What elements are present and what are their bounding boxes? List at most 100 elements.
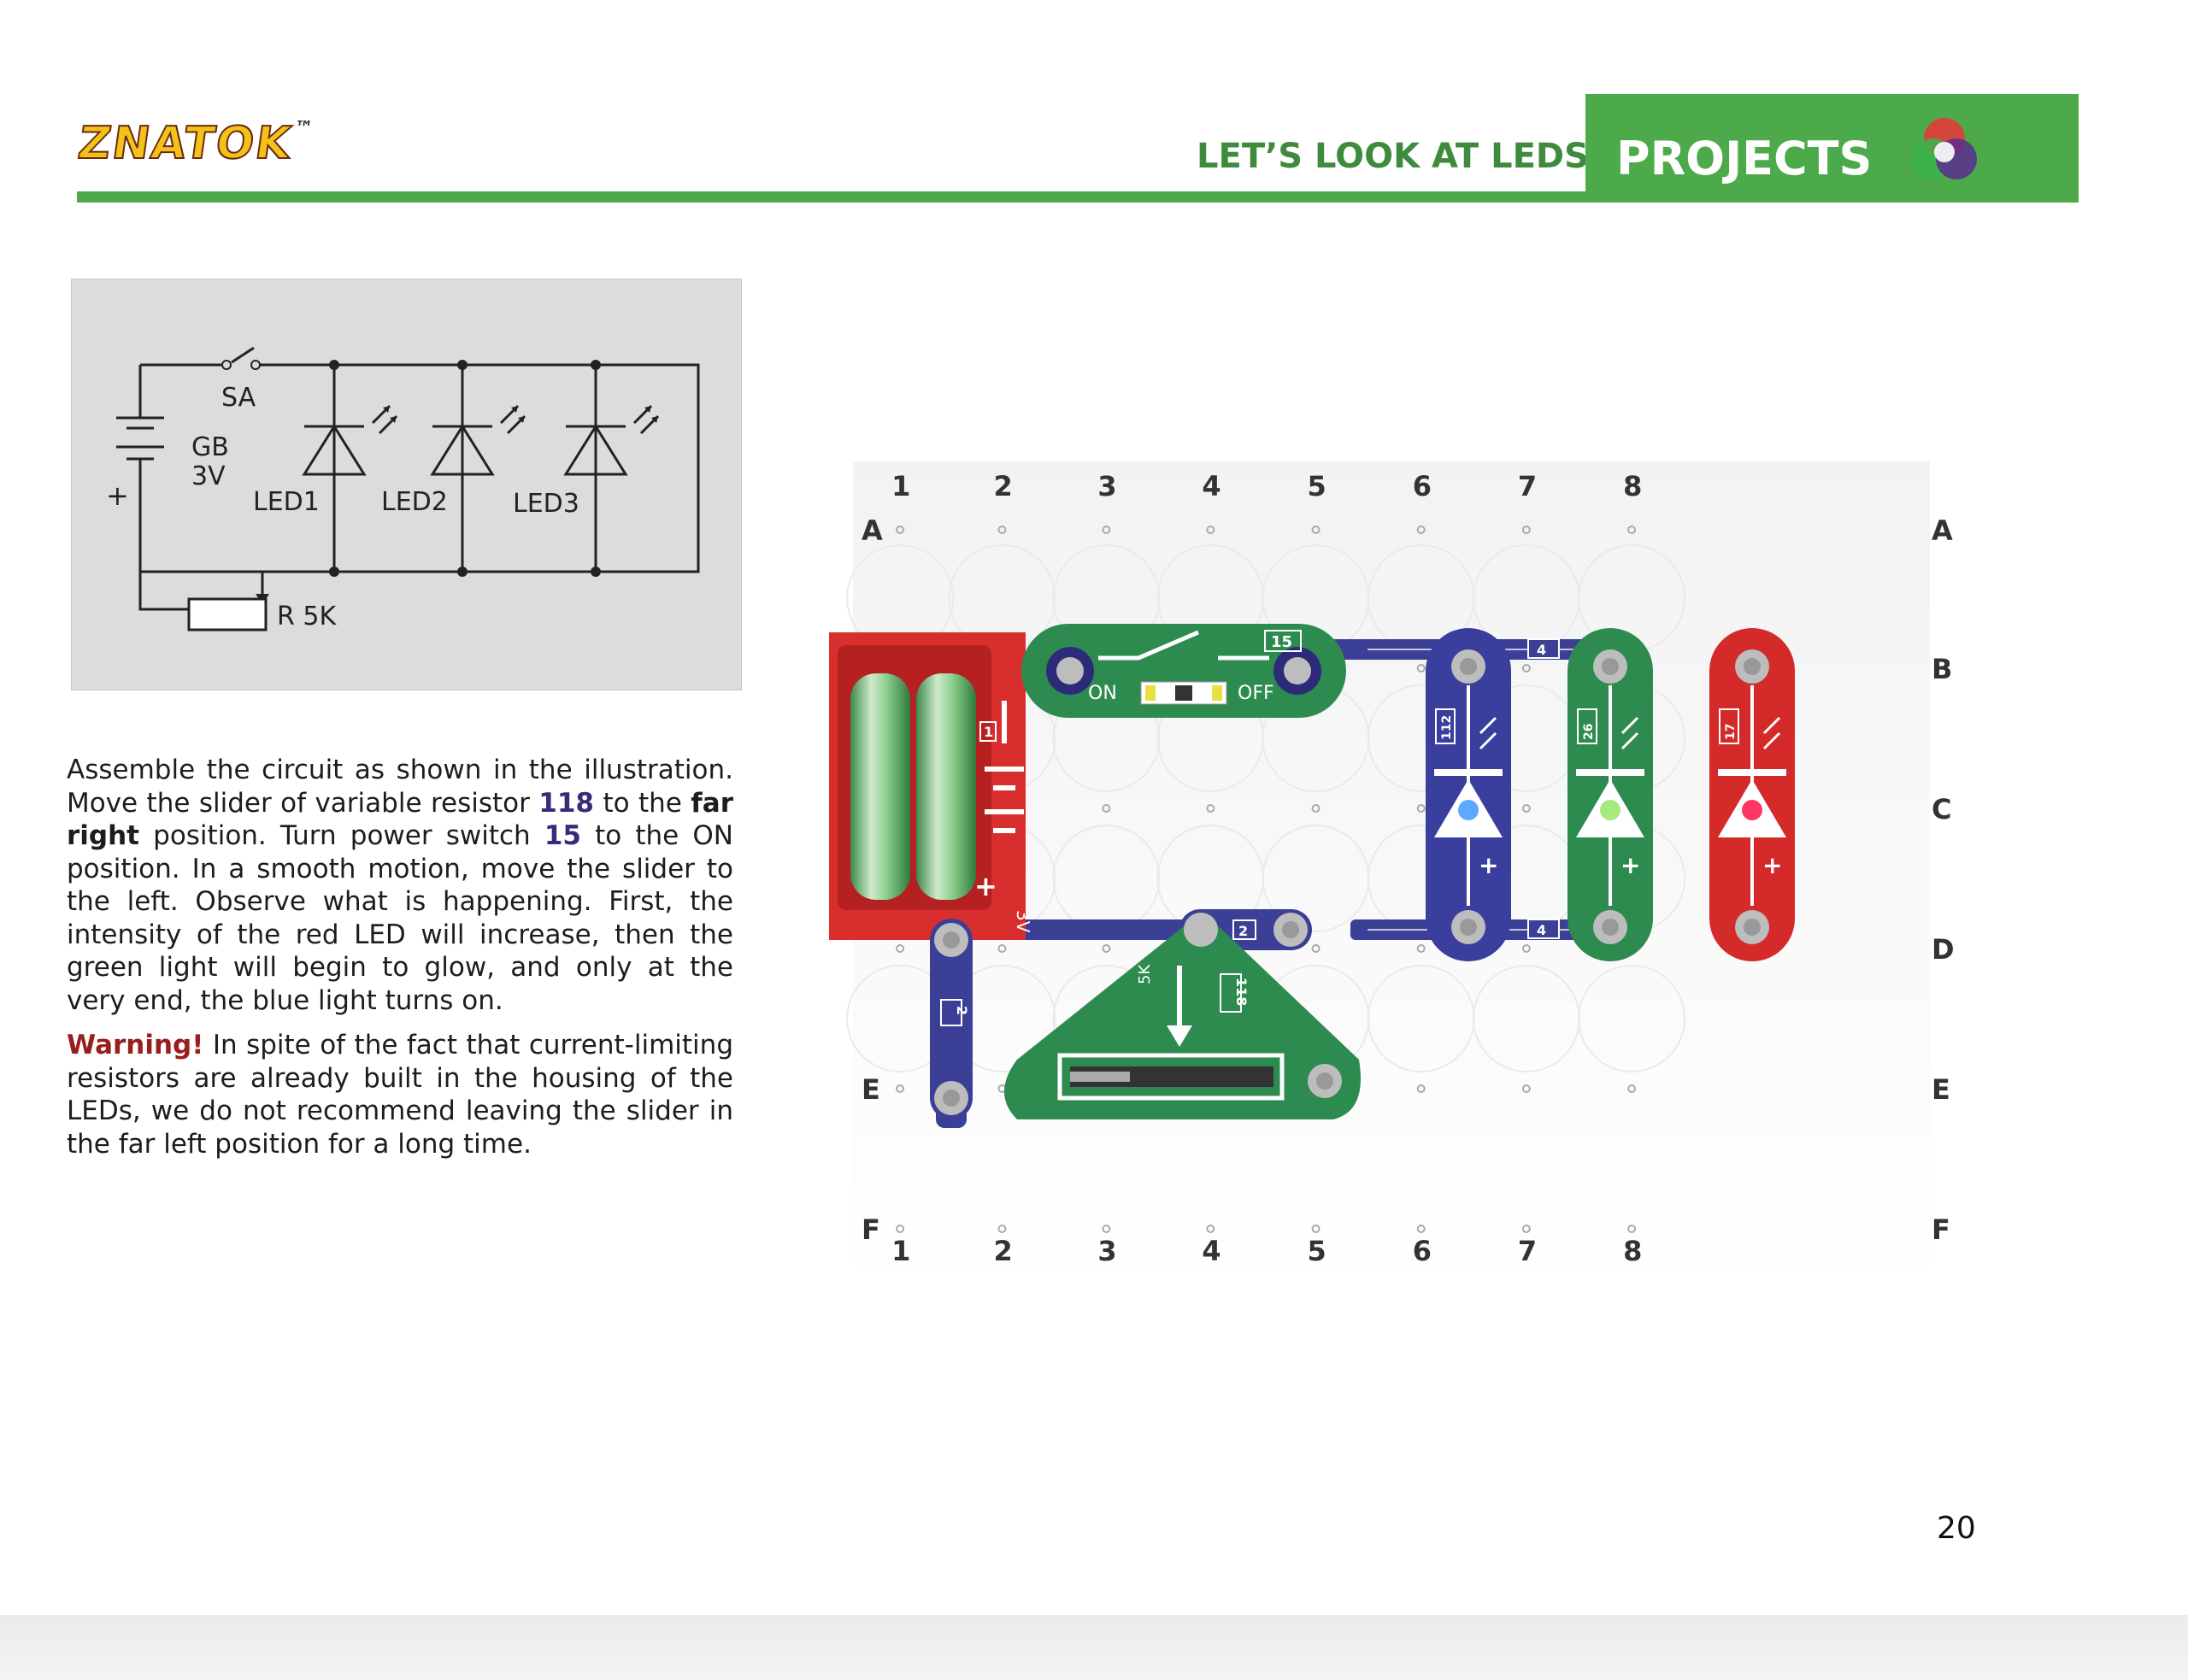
wire-4-top-number: 4 xyxy=(1537,642,1546,658)
board-hole xyxy=(1416,944,1426,953)
board-hole xyxy=(1102,1225,1111,1233)
column-number: 8 xyxy=(1623,1235,1642,1267)
highlight-text: far right xyxy=(67,787,733,852)
column-number: 4 xyxy=(1202,1235,1220,1267)
column-number: 7 xyxy=(1518,1235,1537,1267)
rgb-circles-icon xyxy=(1912,118,1977,179)
manual-page: ZNATOK™ LET’S LOOK AT LEDS PROJECTS xyxy=(67,94,2079,1546)
body-text-run: In spite of the fact that current-limiti… xyxy=(67,1030,733,1160)
column-number: 5 xyxy=(1308,1235,1326,1267)
projects-title: PROJECTS xyxy=(1616,132,1873,185)
board-hole xyxy=(997,1225,1007,1233)
column-number: 4 xyxy=(1202,470,1220,502)
led2-label: LED2 xyxy=(381,487,448,517)
row-letter: C xyxy=(1932,793,1951,825)
board-hole xyxy=(1521,1225,1531,1233)
wire-left-number: 2 xyxy=(954,1006,970,1015)
warning-label: Warning! xyxy=(67,1030,204,1060)
page-edge xyxy=(0,1615,2188,1680)
column-number: 1 xyxy=(891,1235,910,1267)
board-hole xyxy=(1416,664,1426,673)
switch-off-label: OFF xyxy=(1238,683,1274,704)
board-hole xyxy=(997,944,1007,953)
row-letter: A xyxy=(1932,514,1953,547)
switch-on-label: ON xyxy=(1088,683,1117,704)
led-module: 112+ xyxy=(1426,628,1511,961)
instructions: Assemble the circuit as shown in the ill… xyxy=(67,754,733,1172)
column-number: 6 xyxy=(1413,470,1432,502)
board-hole xyxy=(1416,1084,1426,1093)
column-number: 6 xyxy=(1413,1235,1432,1267)
body-text-run: to the ON position. In a smooth motion, … xyxy=(67,820,733,1016)
switch-label: SA xyxy=(221,383,256,413)
board-hole xyxy=(896,1084,905,1093)
body-text-run: position. Turn power switch xyxy=(139,820,544,851)
board-hole xyxy=(1206,1225,1215,1233)
warning-paragraph: Warning! In spite of the fact that curre… xyxy=(67,1029,733,1160)
battery-voltage: 3V xyxy=(191,461,226,491)
board-hole xyxy=(1416,526,1426,534)
led-lamp xyxy=(1742,800,1762,820)
led3-label: LED3 xyxy=(513,489,579,519)
led-module: 26 + xyxy=(1567,628,1653,961)
header-rule xyxy=(77,191,2079,203)
row-letter: E xyxy=(1932,1073,1950,1106)
board-hole xyxy=(1102,526,1111,534)
row-letter: D xyxy=(1932,933,1955,966)
battery-plus-sign: + xyxy=(974,870,997,902)
board-hole xyxy=(1521,1084,1531,1093)
board-hole xyxy=(1102,804,1111,813)
board-hole xyxy=(1102,944,1111,953)
instructions-paragraph: Assemble the circuit as shown in the ill… xyxy=(67,754,733,1017)
wire-top-number: 2 xyxy=(1238,923,1248,939)
board-hole xyxy=(1311,1225,1320,1233)
led-plus-sign: + xyxy=(1620,851,1640,879)
board-hole xyxy=(997,526,1007,534)
circuit-schematic: SA GB 3V + LED1 LED2 LED3 R 5K xyxy=(71,279,742,690)
row-letter: B xyxy=(1932,653,1952,685)
board-hole xyxy=(1206,804,1215,813)
znatok-logo: ZNATOK™ xyxy=(74,117,316,170)
led1-label: LED1 xyxy=(253,487,320,517)
led-module: 17+ xyxy=(1709,628,1795,961)
column-number: 2 xyxy=(993,1235,1012,1267)
resistor-number: 118 xyxy=(1233,978,1250,1006)
column-number: 2 xyxy=(993,470,1012,502)
resistor-value: 5K xyxy=(1136,964,1154,984)
led-number: 112 xyxy=(1440,715,1454,740)
led-number: 26 xyxy=(1582,724,1596,740)
led-number: 17 xyxy=(1724,724,1738,740)
battery-number: 1 xyxy=(984,724,993,740)
board-hole xyxy=(896,526,905,534)
body-text-run: to the xyxy=(594,787,691,819)
highlight-text: 118 xyxy=(538,787,595,819)
column-number: 7 xyxy=(1518,470,1537,502)
led-lamp xyxy=(1458,800,1479,820)
projects-header: PROJECTS xyxy=(1585,94,2079,198)
board-hole xyxy=(1416,804,1426,813)
board-hole xyxy=(1521,526,1531,534)
row-letter: F xyxy=(862,1213,880,1246)
board-hole xyxy=(1627,1225,1637,1233)
resistor-label: R 5K xyxy=(277,602,337,631)
board-hole xyxy=(1627,526,1637,534)
row-letter: E xyxy=(862,1073,880,1106)
column-number: 1 xyxy=(891,470,910,502)
board-hole xyxy=(1416,1225,1426,1233)
board-hole xyxy=(1311,944,1320,953)
battery-plus: + xyxy=(106,479,129,512)
row-letter: F xyxy=(1932,1213,1950,1246)
board-hole xyxy=(1521,944,1531,953)
board-hole xyxy=(1521,804,1531,813)
page-number: 20 xyxy=(1937,1511,1976,1546)
wire-4-bottom-number: 4 xyxy=(1537,922,1546,938)
schematic-drawing: SA GB 3V + LED1 LED2 LED3 R 5K xyxy=(106,346,700,631)
column-number: 3 xyxy=(1097,470,1116,502)
column-number: 3 xyxy=(1097,1235,1116,1267)
column-number: 8 xyxy=(1623,470,1642,502)
board-hole xyxy=(1627,1084,1637,1093)
board-hole xyxy=(896,1225,905,1233)
highlight-text: 15 xyxy=(544,820,581,851)
